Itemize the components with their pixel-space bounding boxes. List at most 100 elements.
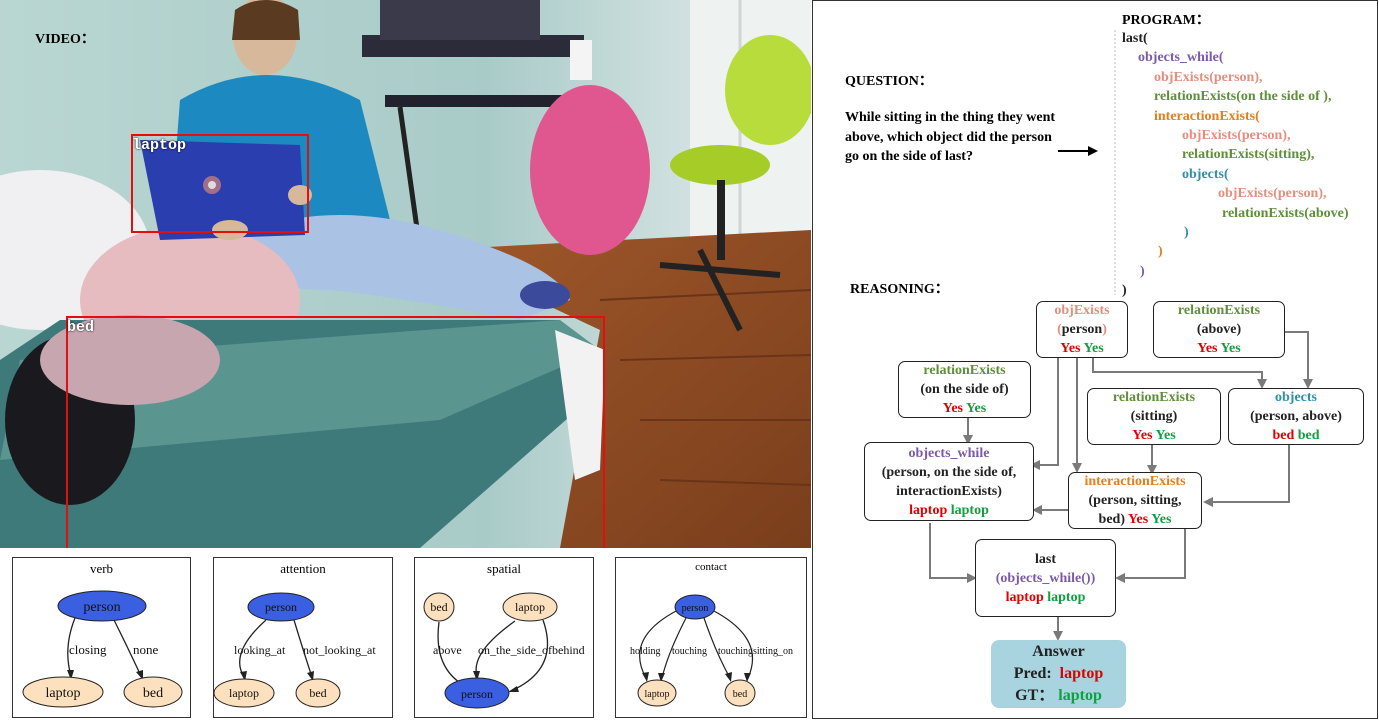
answer-pred-row: Pred: laptop <box>991 663 1126 685</box>
node-result: laptop laptop <box>976 588 1115 607</box>
program-line: objExists(person), <box>1154 69 1263 85</box>
node-objects: objects (person, above) bed bed <box>1228 388 1364 445</box>
pred-value: Yes <box>942 401 963 416</box>
node-args: bed) <box>1098 512 1125 527</box>
node-result: bed) Yes Yes <box>1069 510 1201 529</box>
sg-node-person: person <box>461 687 493 701</box>
question-label: QUESTION： <box>845 74 933 89</box>
node-args: (person) <box>1057 322 1107 337</box>
node-name: objExists <box>1054 303 1110 318</box>
node-args: (sitting) <box>1130 409 1178 424</box>
pred-value: Yes <box>1132 428 1153 443</box>
sg-edge-looking-at: looking_at <box>234 643 286 657</box>
program-line: objExists(person), <box>1218 186 1327 202</box>
sg-node-bed: bed <box>430 600 447 614</box>
detection-label-bed: bed <box>67 319 95 336</box>
node-args: (person, sitting, <box>1088 493 1182 508</box>
sg-object-laptop: laptop <box>46 686 81 701</box>
video-scene-image <box>0 0 811 548</box>
node-result: bed bed <box>1229 426 1363 445</box>
node-args: (person, above) <box>1250 409 1342 424</box>
answer-box: Answer Pred: laptop GT： laptop <box>991 640 1126 708</box>
gt-value: Yes <box>965 401 987 416</box>
sg-edge-holding: holding <box>630 646 661 657</box>
node-interactionexists: interactionExists (person, sitting, bed)… <box>1068 472 1202 529</box>
scene-graph-title: attention <box>280 561 326 576</box>
gt-value: Yes <box>1155 428 1176 443</box>
sg-edge-touching-1: touching <box>672 646 707 657</box>
sg-object-bed: bed <box>143 686 163 701</box>
detection-label-laptop: laptop <box>132 137 187 154</box>
sg-edge-on-the-side-of: on_the_side_of <box>478 643 552 657</box>
scene-graph-contact-svg: person laptop bed holding touching touch… <box>630 594 793 707</box>
sg-edge-touching-2: touching <box>718 646 753 657</box>
sg-object-laptop: laptop <box>229 686 259 700</box>
scene-graph-title: spatial <box>487 561 521 576</box>
sg-object-laptop: laptop <box>645 689 670 700</box>
sg-edge-none: none <box>133 642 159 657</box>
program-line: relationExists(above) <box>1222 205 1349 221</box>
scene-graph-verb: verb person laptop bed closing none <box>12 557 191 718</box>
gt-value: Yes <box>1151 512 1172 527</box>
answer-gt-row: GT： laptop <box>991 685 1126 707</box>
sg-object-bed: bed <box>733 689 747 700</box>
node-args: interactionExists) <box>896 483 1002 499</box>
node-result: Yes Yes <box>899 399 1030 418</box>
pred-value: laptop <box>1059 665 1104 682</box>
pred-value: bed <box>1272 428 1295 443</box>
node-relationexists-sitting: relationExists (sitting) Yes Yes <box>1087 388 1221 445</box>
sg-node-laptop: laptop <box>515 600 545 614</box>
video-frame: VIDEO： laptop bed <box>0 0 811 548</box>
pred-value: Yes <box>1060 341 1081 356</box>
pred-label: Pred: <box>1013 665 1052 682</box>
node-args: (person, on the side of, <box>881 464 1017 480</box>
program-line: last( <box>1122 31 1148 46</box>
gt-value: Yes <box>1220 341 1241 356</box>
program-line: objects_while( <box>1138 50 1224 66</box>
node-args: (above) <box>1196 322 1242 337</box>
sg-subject: person <box>682 603 709 614</box>
gt-value: laptop <box>950 502 989 518</box>
scene-graph-verb-svg: person laptop bed closing none <box>22 590 183 708</box>
scene-graph-spatial: spatial bed laptop person above on_the_s… <box>414 557 594 718</box>
scene-graph-attention: attention person laptop bed looking_at n… <box>213 557 393 718</box>
reasoning-panel <box>812 0 1378 719</box>
node-name: last <box>1035 551 1056 567</box>
program-line: interactionExists( <box>1154 108 1260 124</box>
scene-graph-title: contact <box>695 561 727 573</box>
video-label: VIDEO： <box>35 32 95 47</box>
program-line: relationExists(sitting), <box>1182 147 1315 163</box>
program-line: objects( <box>1182 166 1229 182</box>
program-code: last( objects_while( objExists(person), … <box>1122 29 1349 301</box>
node-result: Yes Yes <box>1154 339 1284 358</box>
scene-graph-contact: contact person laptop bed holding touchi… <box>615 557 807 718</box>
sg-edge-closing: closing <box>69 642 107 657</box>
gt-value: laptop <box>1047 589 1086 605</box>
node-result: Yes Yes <box>1037 339 1127 358</box>
node-relationexists-side: relationExists (on the side of) Yes Yes <box>898 361 1031 418</box>
question-text: While sitting in the thing they went abo… <box>845 110 1056 164</box>
scene-graph-attention-svg: person laptop bed looking_at not_looking… <box>214 592 376 708</box>
node-name: objects_while <box>908 445 990 461</box>
gt-label: GT： <box>1015 687 1055 704</box>
sg-object-bed: bed <box>309 686 326 700</box>
node-args: (on the side of) <box>920 382 1009 397</box>
program-line: relationExists(on the side of ), <box>1154 89 1332 105</box>
scene-graph-spatial-svg: bed laptop person above on_the_side_of b… <box>423 592 585 709</box>
program-line: objExists(person), <box>1182 128 1291 144</box>
program-line: ) <box>1122 283 1127 299</box>
node-name: interactionExists <box>1084 474 1186 489</box>
node-objects-while: objects_while (person, on the side of, i… <box>864 442 1034 521</box>
program-line: ) <box>1184 225 1189 241</box>
node-name: relationExists <box>1177 303 1261 318</box>
reasoning-label: REASONING： <box>850 282 949 297</box>
node-result: laptop laptop <box>865 501 1033 520</box>
node-result: Yes Yes <box>1088 426 1220 445</box>
node-name: relationExists <box>923 363 1006 378</box>
pred-value: laptop <box>909 502 948 518</box>
node-relationexists-above: relationExists (above) Yes Yes <box>1153 301 1285 358</box>
sg-edge-above: above <box>433 643 462 657</box>
node-name: objects <box>1275 390 1317 405</box>
sg-subject: person <box>265 600 297 614</box>
pred-value: Yes <box>1127 512 1149 527</box>
